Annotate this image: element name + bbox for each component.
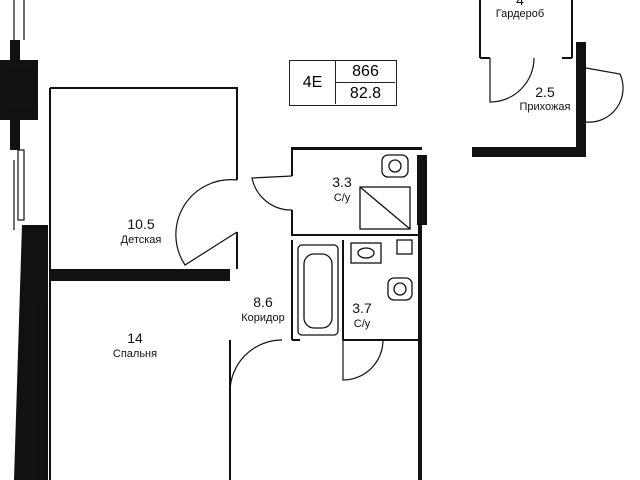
bath2-name: С/у <box>353 318 371 330</box>
bath1-fixtures <box>359 154 411 230</box>
badge-value-bottom: 82.8 <box>349 85 382 102</box>
bath2-fixtures <box>297 239 413 336</box>
bedroom-area: 14 <box>127 330 143 346</box>
walls <box>0 40 586 480</box>
kids-area: 10.5 <box>127 216 155 232</box>
corridor-area: 8.6 <box>253 294 273 310</box>
bath2-area: 3.7 <box>352 300 372 316</box>
hall-name: Прихожая <box>519 101 571 113</box>
hall-area: 2.5 <box>535 84 555 100</box>
bath1-name: С/у <box>333 192 351 204</box>
wardrobe-area: 4 <box>516 0 524 8</box>
apartment-badge: 4E 866 82.8 <box>289 60 397 106</box>
bedroom-name: Спальня <box>112 348 158 360</box>
wardrobe-name: Гардероб <box>495 8 545 20</box>
bath1-area: 3.3 <box>332 174 352 190</box>
kids-name: Детская <box>120 234 162 246</box>
left-window-frame <box>2 0 47 480</box>
corridor-name: Коридор <box>241 312 285 324</box>
badge-value-top: 866 <box>336 61 395 83</box>
door-swings <box>175 57 624 393</box>
apartment-code: 4E <box>290 61 336 104</box>
